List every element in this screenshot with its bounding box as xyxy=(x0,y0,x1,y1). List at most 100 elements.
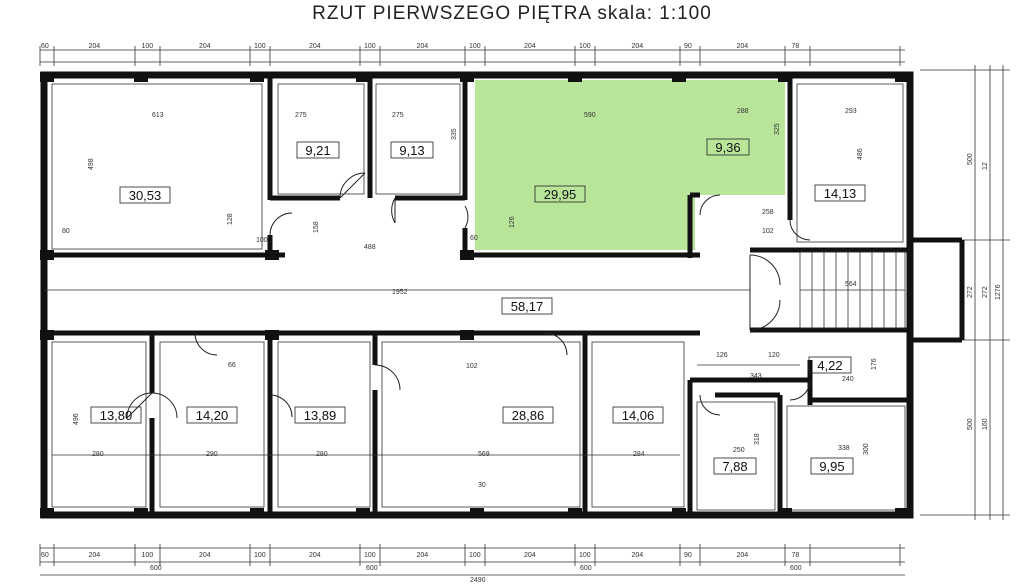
area-box-r11 xyxy=(612,406,664,424)
dim-d290: 290 xyxy=(206,451,218,458)
room-area-r14[interactable]: 9,95 xyxy=(819,459,844,474)
room-area-r3[interactable]: 9,13 xyxy=(399,143,424,158)
column-7 xyxy=(778,72,792,82)
column-8 xyxy=(895,72,909,82)
dim-d1952: 1952 xyxy=(392,289,408,296)
right-sub-2: 272 xyxy=(982,286,989,298)
area-box-r8 xyxy=(186,406,238,424)
top-dim-0: 60 xyxy=(41,43,49,50)
right-dim-3: 500 xyxy=(967,418,974,430)
room-area-r10[interactable]: 28,86 xyxy=(512,408,545,423)
dim-d80: 80 xyxy=(62,228,70,235)
column-5 xyxy=(568,72,582,82)
top-dim-14: 78 xyxy=(792,43,800,50)
bottom-dim-1: 204 xyxy=(89,552,101,559)
internal-walls xyxy=(44,75,965,515)
area-box-r1 xyxy=(119,186,171,204)
bottom-dim-4: 100 xyxy=(254,552,266,559)
dim-d486: 486 xyxy=(857,148,864,160)
room-area-r9[interactable]: 13,89 xyxy=(304,408,337,423)
bottom-dim-9: 204 xyxy=(524,552,536,559)
area-box-r13 xyxy=(713,457,757,475)
dim-d102b: 102 xyxy=(466,363,478,370)
dim-d613: 613 xyxy=(152,112,164,119)
dim-d590: 590 xyxy=(584,112,596,119)
column-13 xyxy=(265,330,279,340)
room-area-r13[interactable]: 7,88 xyxy=(722,459,747,474)
right-sub-4: 160 xyxy=(982,418,989,430)
dim-d240: 240 xyxy=(842,376,854,383)
right-dim-1: 500 xyxy=(967,153,974,165)
dim-d102: 102 xyxy=(762,228,774,235)
room-area-r1[interactable]: 30,53 xyxy=(129,188,162,203)
right-sub-3: 1276 xyxy=(995,284,1002,300)
top-dim-7: 204 xyxy=(417,43,429,50)
room-area-r7[interactable]: 13,80 xyxy=(100,408,133,423)
overall-dimension: 2490 xyxy=(470,577,486,584)
dim-d318: 318 xyxy=(754,433,761,445)
column-2 xyxy=(250,72,264,82)
column-19 xyxy=(470,508,484,518)
column-1 xyxy=(134,72,148,82)
dim-d488: 488 xyxy=(364,244,376,251)
bottom-dim-0: 60 xyxy=(41,552,49,559)
dim-d100: 100 xyxy=(256,237,268,244)
column-20 xyxy=(568,508,582,518)
dim-d275a: 275 xyxy=(295,112,307,119)
door-swings xyxy=(126,172,811,419)
dim-d60: 60 xyxy=(470,235,478,242)
dim-d120: 120 xyxy=(768,352,780,359)
highlighted-room[interactable] xyxy=(475,80,785,250)
column-12 xyxy=(40,330,54,340)
area-box-r10 xyxy=(502,406,554,424)
dim-d176: 176 xyxy=(871,358,878,370)
column-3 xyxy=(356,72,370,82)
top-dim-4: 100 xyxy=(254,43,266,50)
dim-d343: 343 xyxy=(750,373,762,380)
room-area-r6[interactable]: 14,13 xyxy=(824,186,857,201)
top-dim-13: 204 xyxy=(737,43,749,50)
bottom-dim-14: 78 xyxy=(792,552,800,559)
bottom-dim-3: 204 xyxy=(199,552,211,559)
dim-d126b: 126 xyxy=(716,352,728,359)
room-area-r4[interactable]: 29,95 xyxy=(544,187,577,202)
bottom-dim-13: 204 xyxy=(737,552,749,559)
dim-d280a: 280 xyxy=(92,451,104,458)
top-dim-8: 100 xyxy=(469,43,481,50)
top-dim-12: 90 xyxy=(684,43,692,50)
bottom-dim-6: 100 xyxy=(364,552,376,559)
room-area-r8[interactable]: 14,20 xyxy=(196,408,229,423)
area-box-r12 xyxy=(808,356,852,374)
dim-d158: 158 xyxy=(313,221,320,233)
dim-d30: 30 xyxy=(478,482,486,489)
dim-d258: 258 xyxy=(762,209,774,216)
top-dim-9: 204 xyxy=(524,43,536,50)
top-dim-1: 204 xyxy=(89,43,101,50)
bottom-dim-2: 100 xyxy=(142,552,154,559)
dim-d564: 564 xyxy=(845,281,857,288)
room-area-r5[interactable]: 9,36 xyxy=(715,140,740,155)
area-box-r3 xyxy=(390,141,434,159)
column-17 xyxy=(250,508,264,518)
room-area-r11[interactable]: 14,06 xyxy=(622,408,655,423)
room-area-labels: 30,53 9,21 9,13 29,95 9,36 14,13 58,17 13,80 14,… xyxy=(90,138,866,475)
dim-d284: 284 xyxy=(633,451,645,458)
area-box-r4 xyxy=(534,185,586,203)
area-box-r5 xyxy=(706,138,750,156)
dim-d300: 300 xyxy=(863,443,870,455)
column-15 xyxy=(40,508,54,518)
room-area-r12[interactable]: 4,22 xyxy=(817,358,842,373)
top-dim-5: 204 xyxy=(309,43,321,50)
room-area-corridor[interactable]: 58,17 xyxy=(511,299,544,314)
bottom-dim-11: 204 xyxy=(632,552,644,559)
dim-d250: 250 xyxy=(733,447,745,454)
area-box-r2 xyxy=(296,141,340,159)
room-area-r2[interactable]: 9,21 xyxy=(305,143,330,158)
dim-d325: 325 xyxy=(774,123,781,135)
dim-d498: 498 xyxy=(88,158,95,170)
dim-d280b: 280 xyxy=(316,451,328,458)
staircase xyxy=(799,251,906,329)
